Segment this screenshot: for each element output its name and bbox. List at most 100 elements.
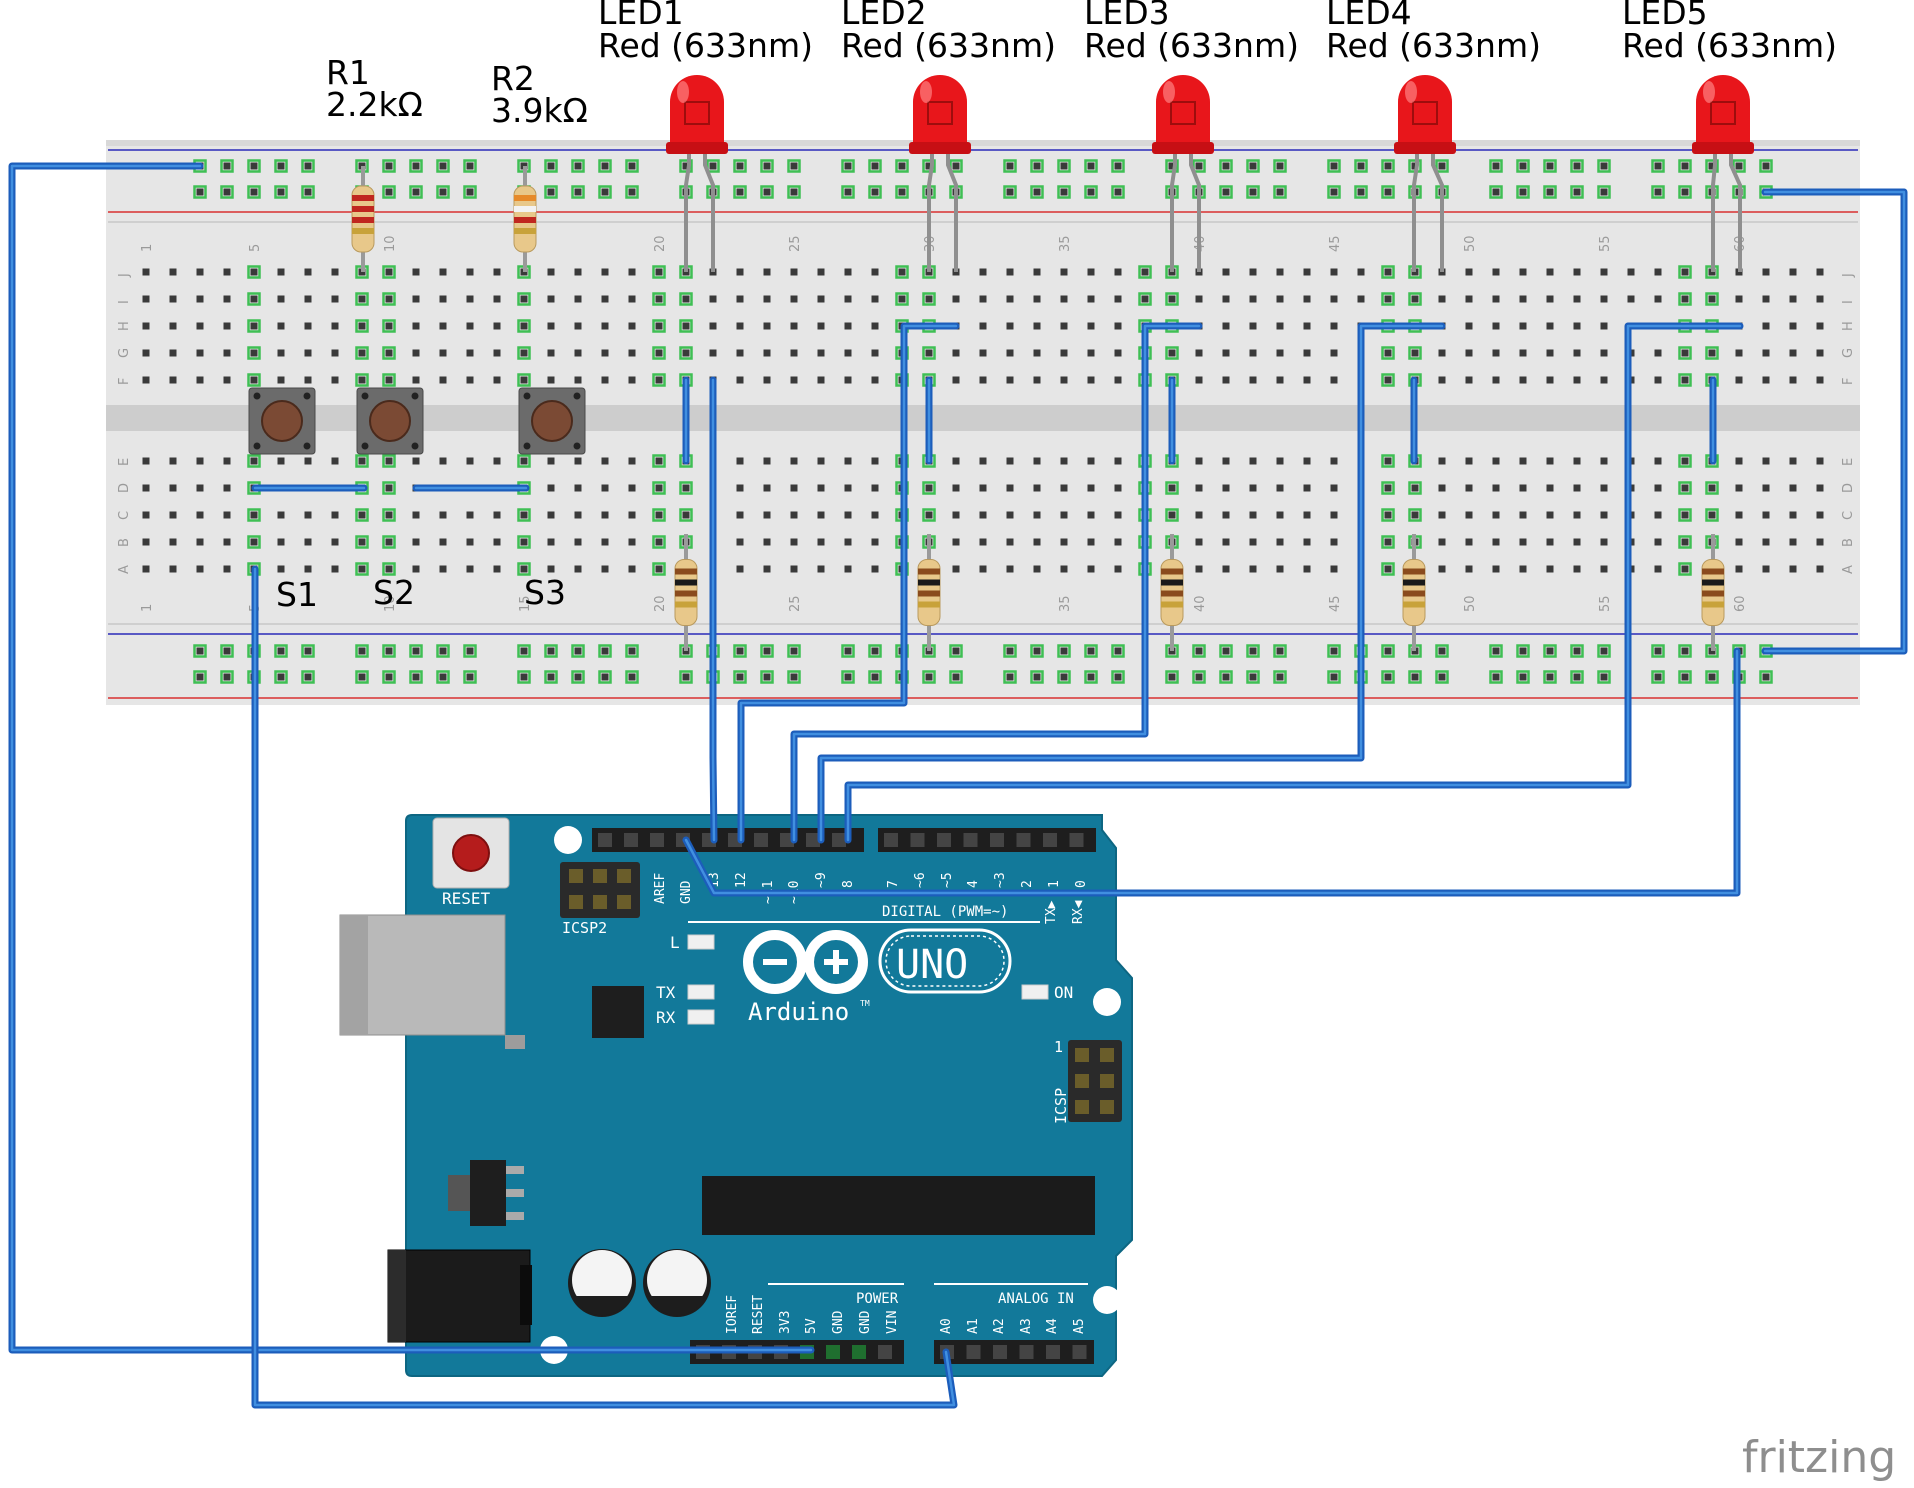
switch-screw xyxy=(253,442,261,450)
bb-hole xyxy=(1114,376,1122,384)
rail-hole-active xyxy=(1543,670,1557,684)
rail-hole-active xyxy=(598,644,612,658)
rail-hole-active xyxy=(868,159,882,173)
bb-hole xyxy=(1600,484,1608,492)
bb-hole xyxy=(1087,376,1095,384)
rail-hole xyxy=(1438,673,1446,681)
breadboard-top-edge xyxy=(106,140,1860,146)
rail-hole xyxy=(736,162,744,170)
bb-hole-active xyxy=(1705,292,1719,306)
bb-hole-active xyxy=(517,319,531,333)
bb-hole xyxy=(1735,349,1743,357)
row-letter: I xyxy=(1841,300,1856,304)
bb-hole xyxy=(763,295,771,303)
rail-hole-active xyxy=(1381,159,1395,173)
rail-hole-active xyxy=(1597,159,1611,173)
row-letter: A xyxy=(1841,565,1856,574)
bb-hole-active xyxy=(382,373,396,387)
rail-hole-active xyxy=(1489,185,1503,199)
rail-hole-active xyxy=(625,670,639,684)
bb-hole-active xyxy=(1408,508,1422,522)
bb-hole xyxy=(1222,538,1230,546)
bb-hole xyxy=(1681,484,1689,492)
rail-hole-active xyxy=(1165,159,1179,173)
rail-hole-active xyxy=(1219,670,1233,684)
bb-hole-active xyxy=(652,319,666,333)
rail-hole xyxy=(1762,673,1770,681)
bb-hole xyxy=(277,322,285,330)
component-labels: R1 2.2kΩ R2 3.9kΩ LED1 Red (633nm) LED2 … xyxy=(276,0,1837,614)
row-letter: B xyxy=(117,538,132,547)
rail-hole-active xyxy=(1354,159,1368,173)
rail-hole-active xyxy=(544,670,558,684)
rail-hole-active xyxy=(1246,670,1260,684)
rail-hole-active xyxy=(949,670,963,684)
rail-hole xyxy=(1681,188,1689,196)
bb-hole xyxy=(1600,457,1608,465)
resistor-band xyxy=(1161,568,1183,575)
bb-hole xyxy=(1573,538,1581,546)
bb-hole xyxy=(439,376,447,384)
bb-hole xyxy=(1411,511,1419,519)
bb-hole xyxy=(628,565,636,573)
rail-hole xyxy=(844,647,852,655)
rail-hole xyxy=(223,673,231,681)
rail-hole xyxy=(1762,162,1770,170)
rail-hole-active xyxy=(760,185,774,199)
power-pin-label: 5V xyxy=(804,1318,819,1334)
rail-hole xyxy=(196,188,204,196)
rail-hole-active xyxy=(598,159,612,173)
bb-hole xyxy=(358,322,366,330)
bb-hole xyxy=(1492,484,1500,492)
bb-hole xyxy=(1600,511,1608,519)
bb-hole xyxy=(1654,376,1662,384)
bb-hole xyxy=(520,538,528,546)
bb-hole xyxy=(601,349,609,357)
bb-hole xyxy=(1303,376,1311,384)
digital-pin-label: AREF xyxy=(653,873,668,904)
bb-hole-active xyxy=(517,346,531,360)
bb-hole xyxy=(304,322,312,330)
rail-hole-active xyxy=(274,670,288,684)
bb-hole xyxy=(358,349,366,357)
rail-hole xyxy=(250,188,258,196)
rail-hole xyxy=(1573,188,1581,196)
bb-hole xyxy=(196,376,204,384)
bb-hole xyxy=(1006,538,1014,546)
bb-hole-active xyxy=(1381,481,1395,495)
bb-hole xyxy=(1195,457,1203,465)
rail-hole-active xyxy=(1381,670,1395,684)
rail-hole xyxy=(439,647,447,655)
switch-screw xyxy=(573,392,581,400)
bb-hole-active xyxy=(1705,481,1719,495)
column-number: 35 xyxy=(1058,235,1073,252)
rail-hole xyxy=(601,162,609,170)
reset-button[interactable] xyxy=(452,834,490,872)
resistor-band xyxy=(1161,590,1183,597)
bb-hole xyxy=(1681,376,1689,384)
bb-hole xyxy=(817,484,825,492)
switch-screw xyxy=(303,442,311,450)
bb-hole xyxy=(1249,565,1257,573)
led-5 xyxy=(1692,75,1754,272)
bb-hole xyxy=(1195,349,1203,357)
rail-hole xyxy=(736,188,744,196)
bb-hole xyxy=(574,295,582,303)
rx-label: RX◀ xyxy=(1071,900,1086,924)
bb-hole xyxy=(1303,538,1311,546)
pin-socket xyxy=(650,833,664,847)
bb-hole-active xyxy=(679,292,693,306)
rail-hole-active xyxy=(571,159,585,173)
breadboard-holes xyxy=(142,159,1824,684)
rail-hole xyxy=(412,188,420,196)
bb-hole xyxy=(1060,511,1068,519)
switch-screw xyxy=(523,392,531,400)
bb-hole xyxy=(277,268,285,276)
bb-hole-active xyxy=(517,454,531,468)
rail-hole xyxy=(1411,673,1419,681)
bb-hole xyxy=(1438,511,1446,519)
rail-hole-active xyxy=(1219,185,1233,199)
rail-hole xyxy=(844,188,852,196)
power-pin-label: 3V3 xyxy=(778,1311,793,1334)
bb-hole xyxy=(871,457,879,465)
